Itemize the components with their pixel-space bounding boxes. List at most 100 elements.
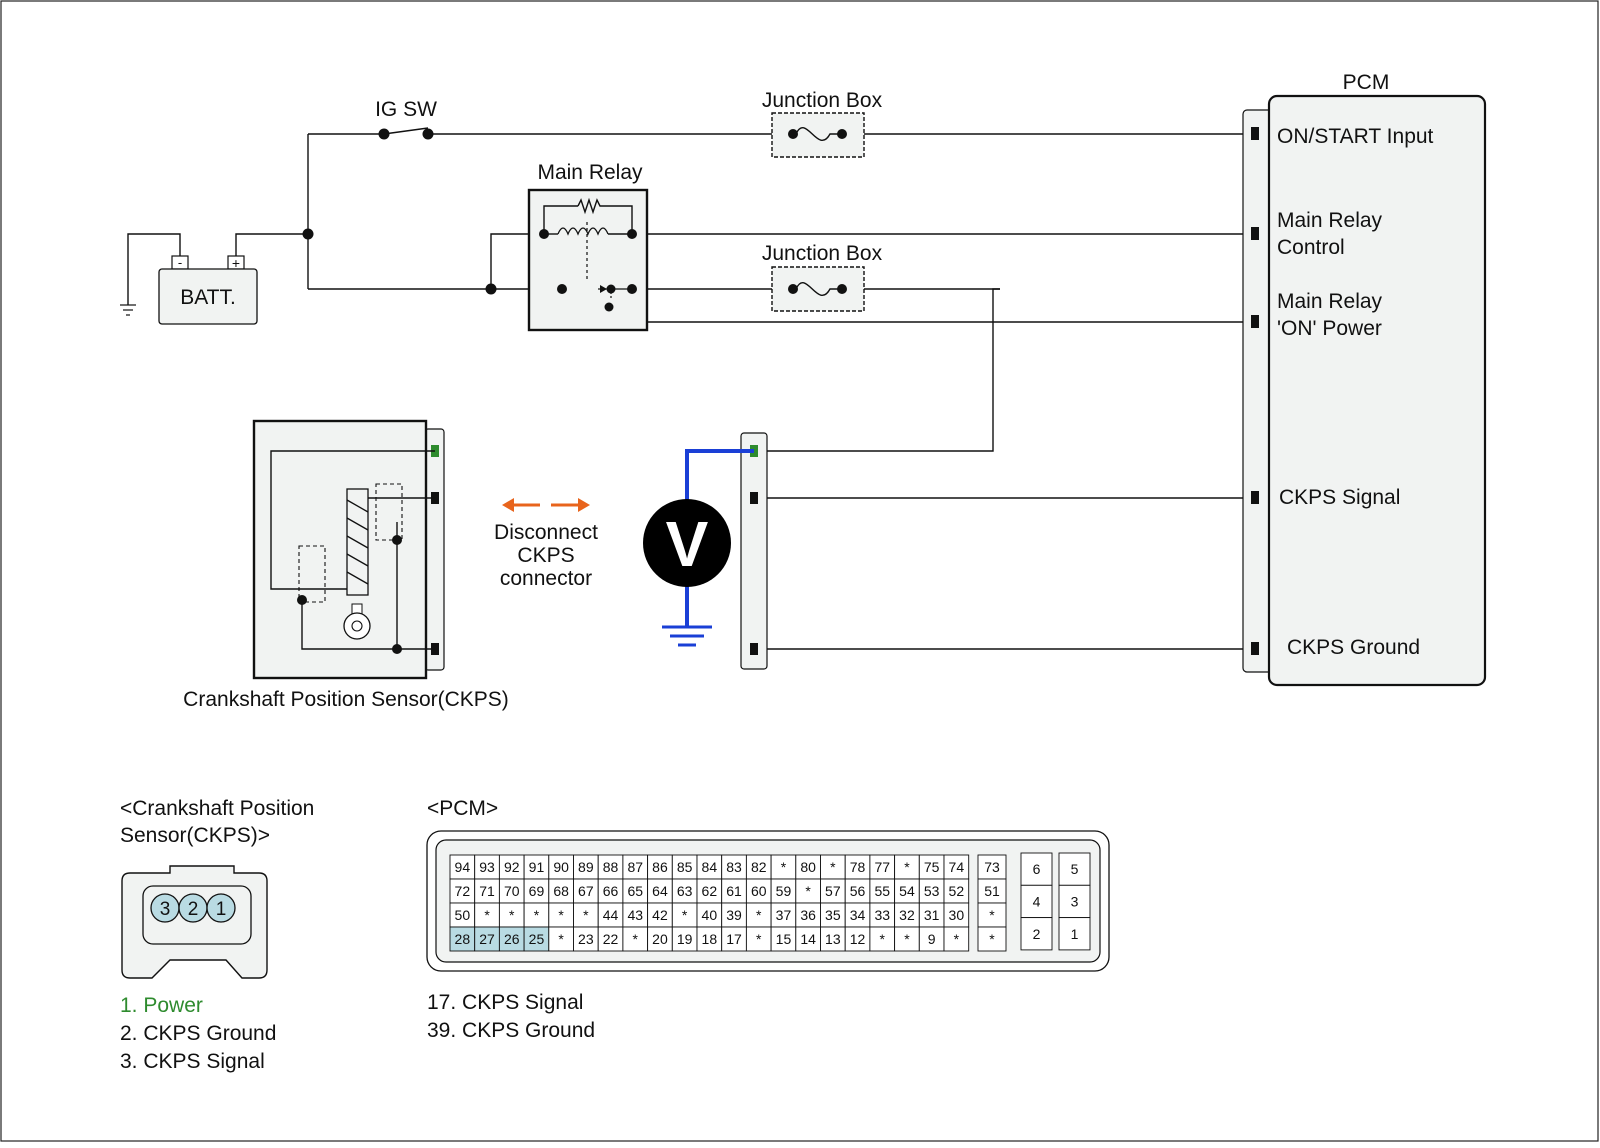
- voltmeter-label: V: [666, 508, 709, 580]
- pcm-pin-number: 14: [800, 931, 816, 947]
- pcm-pin-number: 60: [751, 883, 767, 899]
- pcm-pin-number: 2: [1033, 926, 1041, 942]
- pcm-pin-number: 57: [825, 883, 841, 899]
- ckps-node: [392, 644, 402, 654]
- relay-coil-feed: [490, 233, 544, 289]
- pcm-legend-ground: 39. CKPS Ground: [427, 1019, 595, 1042]
- pcm-pin-number: 65: [627, 883, 643, 899]
- pcm-pin-ckps-ground: CKPS Ground: [1287, 636, 1420, 659]
- pcm-pin-number: 40: [702, 907, 718, 923]
- pcm-pin-cell: [449, 902, 476, 928]
- pcm-pin-cell: [523, 902, 550, 928]
- pcm-pin-number: 44: [603, 907, 619, 923]
- pcm-pin-cell: [820, 878, 846, 904]
- pcm-pin-cell: [622, 854, 649, 880]
- battery: - + BATT.: [120, 255, 258, 325]
- ckps-pin-label: 3: [160, 899, 171, 920]
- pcm-pin-number: 18: [702, 931, 718, 947]
- pcm: PCM ON/START Input Main Relay Control Ma…: [1242, 71, 1487, 687]
- junction-box-1-label: Junction Box: [762, 89, 883, 112]
- pcm-pin-number: *: [904, 931, 910, 947]
- harness-connector-body: [740, 432, 768, 670]
- ckps-pin-label: 1: [216, 899, 227, 920]
- pcm-pin-number: 23: [578, 931, 594, 947]
- ckps-magnet: [375, 483, 403, 541]
- pcm-pin-on-start: ON/START Input: [1277, 125, 1434, 148]
- junction-dot: [485, 283, 497, 295]
- main-relay-label: Main Relay: [537, 161, 643, 184]
- pcm-pin-number: *: [509, 907, 515, 923]
- pcm-pin-number: 80: [800, 859, 816, 875]
- pcm-pin-terminal: [1251, 642, 1259, 655]
- main-relay-body: [527, 188, 649, 332]
- pcm-pin-cell: [474, 854, 500, 880]
- pcm-pin-cell: [844, 926, 871, 952]
- pcm-pin-cell: [770, 926, 797, 952]
- pcm-pin-cell: [597, 926, 624, 952]
- pcm-pin-cell: [548, 902, 574, 928]
- pcm-pin-number: 54: [899, 883, 915, 899]
- pcm-pin-number: *: [484, 907, 490, 923]
- pcm-pin-number: 78: [850, 859, 866, 875]
- ckps-power-wire: [756, 288, 1000, 452]
- pcm-pin-cell: [977, 878, 1007, 904]
- pcm-pin-number: 53: [924, 883, 940, 899]
- ckps-connector-title-line2: Sensor(CKPS)>: [120, 824, 270, 847]
- pcm-pin-number: 20: [652, 931, 668, 947]
- pcm-pin-number: *: [989, 931, 995, 947]
- junction-box-1-body: [771, 112, 865, 158]
- relay-terminal: [539, 229, 549, 239]
- disconnect-instruction: Disconnect CKPS connector: [494, 498, 598, 590]
- ckps-internal-wire: [270, 450, 435, 590]
- pcm-pin-cell: [548, 926, 574, 952]
- ckps-node: [392, 535, 402, 545]
- pcm-pin-number: 94: [455, 859, 471, 875]
- pcm-pin-cell: [918, 878, 945, 904]
- pcm-pin-number: 93: [479, 859, 495, 875]
- ckps-magnet: [298, 545, 326, 603]
- pcm-pin-cell: [498, 902, 525, 928]
- ckps-connector-title-line1: <Crankshaft Position: [120, 797, 314, 820]
- pcm-pin-number: 59: [776, 883, 792, 899]
- pcm-pin-number: 52: [949, 883, 965, 899]
- pcm-pin-terminal: [1251, 315, 1259, 328]
- pcm-pin-cell: [844, 878, 871, 904]
- ckps-sensor: Crankshaft Position Sensor(CKPS): [183, 419, 509, 711]
- ckps-legend-ground: 2. CKPS Ground: [120, 1022, 276, 1045]
- fuse-icon: [795, 126, 842, 142]
- relay-contact: [604, 302, 614, 312]
- fuse-icon: [795, 281, 842, 297]
- pcm-pin-terminal: [1251, 491, 1259, 504]
- pcm-pin-cell: [696, 854, 723, 880]
- arrow-right-icon: [578, 498, 590, 512]
- ckps-sensor-body: [252, 419, 428, 680]
- pcm-pin-number: 4: [1033, 893, 1041, 909]
- pcm-pin-number: 73: [984, 859, 1000, 875]
- pcm-pin-cell: [770, 902, 797, 928]
- pcm-pin-number: *: [954, 931, 960, 947]
- pcm-pin-cell: [449, 854, 476, 880]
- pcm-pin-number: *: [781, 859, 787, 875]
- pcm-pin-cell: [523, 854, 550, 880]
- voltmeter-icon: [643, 499, 731, 587]
- ckps-pin-1: [206, 893, 236, 923]
- pcm-pin-number: *: [756, 931, 762, 947]
- pcm-pin-number: 19: [677, 931, 693, 947]
- pcm-pin-cell: [977, 926, 1007, 952]
- tone-wheel-icon: [351, 620, 363, 632]
- pcm-pin-cell: [647, 854, 673, 880]
- wires: [127, 127, 1253, 650]
- pcm-pin-cell: [1020, 917, 1053, 951]
- pcm-pin-cell: [977, 854, 1007, 880]
- pcm-pin-main-relay-control-line2: Control: [1277, 236, 1345, 259]
- pcm-pin-cell: [869, 926, 896, 952]
- pcm-pin-cell: [1058, 917, 1091, 951]
- pcm-pin-number: 36: [800, 907, 816, 923]
- pcm-pin-cell: [671, 926, 698, 952]
- pcm-pin-number: 84: [702, 859, 718, 875]
- pcm-pin-cell: [573, 926, 599, 952]
- coil-icon: [557, 227, 609, 236]
- instruction-line-2: CKPS: [517, 544, 574, 567]
